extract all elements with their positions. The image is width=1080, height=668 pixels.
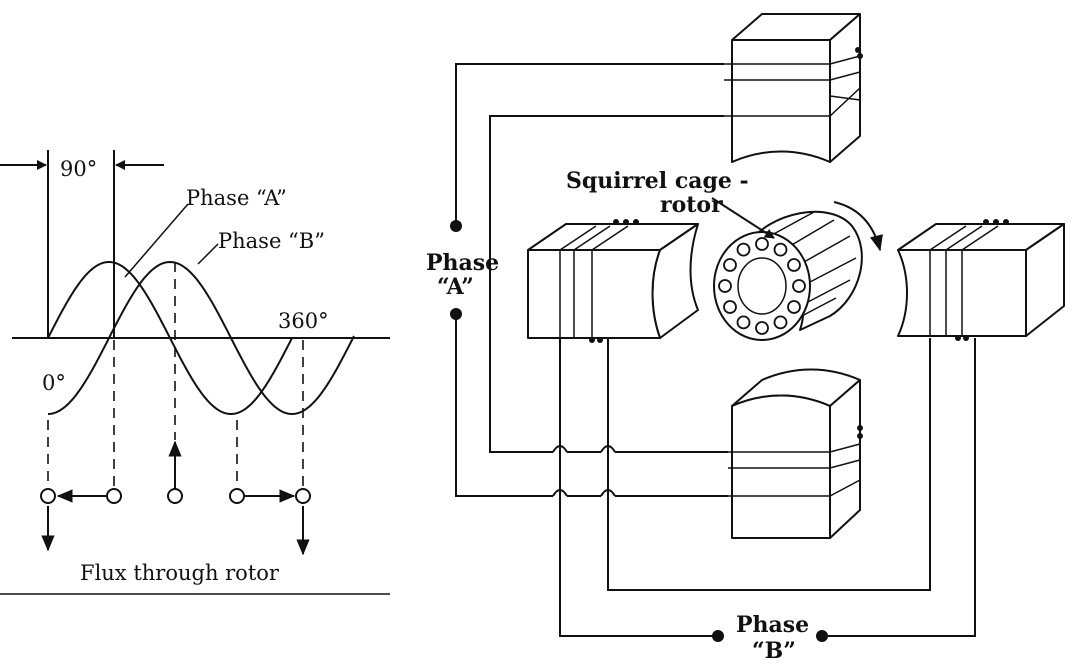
- rotor-position-circle-4: [229, 488, 245, 504]
- waveform-panel: 90° Phase “A” Phase “B” 360° 0° Flux thr…: [0, 150, 390, 595]
- angle-360-label: 360°: [278, 309, 329, 333]
- rotor-label-line1: Squirrel cage -: [566, 168, 749, 194]
- rotor-bar-end: [718, 279, 732, 293]
- rotor-bar-end: [787, 258, 801, 272]
- phase-b-terminal-left: [712, 630, 724, 642]
- stator-pole-bottom: [728, 368, 863, 539]
- stator-pole-top: [724, 13, 863, 163]
- rotor-bar-end: [773, 242, 788, 257]
- phase-b-terminal-right: [816, 630, 828, 642]
- rotor-bar-end: [723, 300, 737, 314]
- phase-a-wave-label: Phase “A”: [186, 186, 287, 210]
- phase-b-wave-label: Phase “B”: [218, 229, 325, 253]
- rotor-position-circle-3: [167, 488, 183, 504]
- rotor-bar-end: [736, 315, 751, 330]
- rotor-label-line2: rotor: [660, 192, 723, 218]
- phase-a-terminal-top: [450, 220, 462, 232]
- phase-a-label-line2: “A”: [437, 274, 474, 300]
- phase-a-terminal-bottom: [450, 308, 462, 320]
- squirrel-cage-rotor: [713, 210, 863, 341]
- phase-b-label-line1: Phase: [736, 612, 809, 638]
- rotor-position-circle-2: [106, 488, 122, 504]
- motor-panel: Squirrel cage - rotor Phase “A” Phase “B…: [426, 13, 1065, 664]
- phase-b-label-line2: “B”: [752, 638, 796, 664]
- phase-a-wave: [47, 261, 293, 415]
- angle-90-label: 90°: [60, 157, 97, 181]
- flux-caption: Flux through rotor: [80, 561, 280, 585]
- phase-a-leader: [124, 203, 189, 278]
- rotor-bar-end: [792, 279, 806, 293]
- rotor-bar-end: [723, 258, 737, 272]
- phase-a-label-line1: Phase: [426, 250, 499, 276]
- rotor-label-leader: [711, 197, 775, 239]
- rotor-bar-end: [773, 315, 788, 330]
- rotor-position-circle-1: [40, 488, 56, 504]
- rotor-bar-end: [787, 300, 801, 314]
- stator-pole-right: [897, 219, 1065, 341]
- rotor-bar-end: [755, 237, 769, 251]
- rotor-bar-end: [755, 321, 769, 335]
- rotor-position-circle-5: [295, 488, 311, 504]
- rotation-direction-arrow: [833, 201, 883, 252]
- stator-pole-left: [527, 219, 699, 343]
- phase-b-leader: [197, 243, 219, 265]
- rotor-bars: [718, 237, 806, 335]
- angle-0-label: 0°: [42, 371, 66, 395]
- rotor-bar-end: [736, 242, 751, 257]
